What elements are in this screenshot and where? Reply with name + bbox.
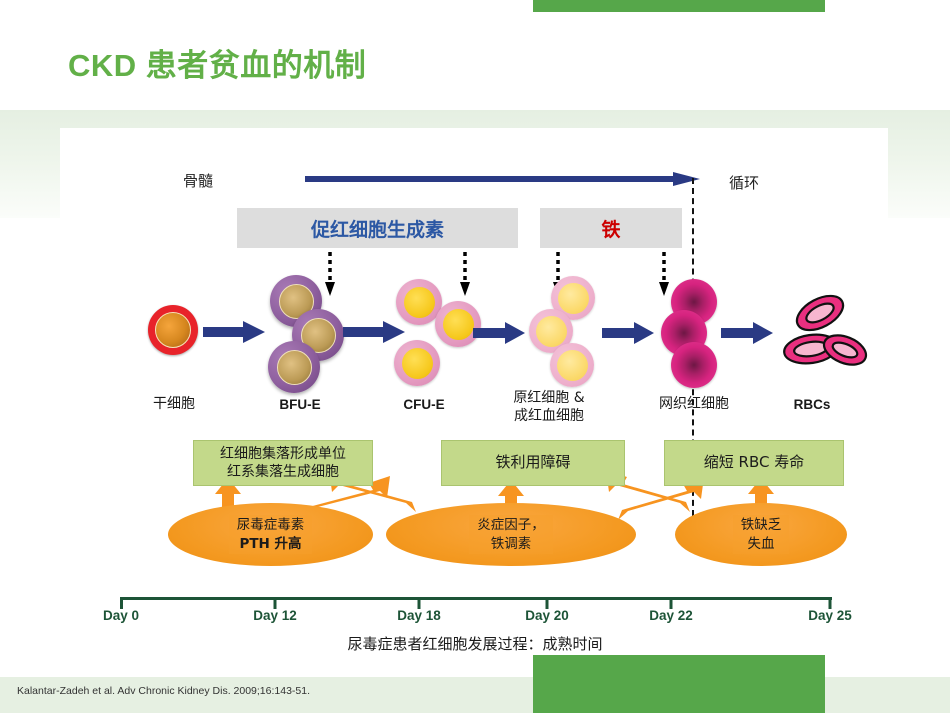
cell-bfu-e-3: [268, 341, 320, 393]
timeline-tick-day-12: Day 12: [253, 608, 297, 623]
label-circulation: 循环: [729, 174, 760, 192]
stage-arrow-icon-5: [721, 322, 773, 344]
stage-label-cfu-e: CFU-E: [403, 397, 445, 412]
dotted-arrow-icon-1: [325, 252, 335, 296]
stage-arrow-icon-2: [343, 321, 405, 343]
diagram-panel: [60, 128, 888, 648]
cell-stem: [148, 305, 198, 355]
cause-ellipse-inflammation-hepcidin-line1: 炎症因子，: [477, 517, 545, 534]
consequence-box-cfu-bfu: 红细胞集落形成单位 红系集落生成细胞: [193, 440, 373, 486]
cause-ellipse-uremic-toxins-line2: PTH 升高: [239, 535, 302, 552]
dotted-arrow-icon-4: [659, 252, 669, 296]
consequence-box-cfu-bfu-line2: 红系集落生成细胞: [227, 464, 339, 480]
timeline-tick-day-25: Day 25: [808, 608, 852, 623]
consequence-box-rbc-lifespan-label: 缩短 RBC 寿命: [703, 453, 805, 472]
stage-label-reticulocyte: 网织红细胞: [659, 396, 729, 412]
timeline-tick-day-20: Day 20: [525, 608, 569, 623]
stage-arrow-icon-4: [602, 322, 654, 344]
stage-arrow-icon-3: [473, 322, 525, 344]
cause-ellipse-uremic-toxins: 尿毒症毒素 PTH 升高: [168, 503, 373, 566]
cell-cfu-e-1: [396, 279, 442, 325]
stage-arrow-icon-1: [203, 321, 265, 343]
cell-erythroblast-3: [550, 343, 594, 387]
cause-ellipse-inflammation-hepcidin-line2: 铁调素: [490, 535, 532, 552]
cell-cfu-e-2: [435, 301, 481, 347]
stage-label-erythroblast-line2: 成红血细胞: [514, 407, 584, 424]
source-citation: Kalantar-Zadeh et al. Adv Chronic Kidney…: [17, 685, 311, 697]
label-bone-marrow: 骨髓: [183, 172, 214, 190]
timeline-tick-day-0: Day 0: [102, 608, 140, 623]
factor-box-erythropoietin: 促红细胞生成素: [237, 208, 518, 248]
dotted-arrow-icon-2: [460, 252, 470, 296]
stage-label-erythroblast: 原红细胞 & 成红血细胞: [493, 390, 605, 425]
cell-rbc-group: [783, 294, 868, 366]
stage-label-rbcs: RBCs: [793, 397, 831, 412]
stage-label-stem-cell: 干细胞: [153, 396, 195, 412]
consequence-box-rbc-lifespan: 缩短 RBC 寿命: [664, 440, 844, 486]
page-title: CKD 患者贫血的机制: [68, 48, 367, 83]
cause-ellipse-inflammation-hepcidin: 炎症因子， 铁调素: [386, 503, 636, 566]
cause-ellipse-iron-deficiency-blood-loss: 铁缺乏 失血: [675, 503, 847, 566]
timeline-tick-day-18: Day 18: [397, 608, 441, 623]
consequence-box-iron-utilization: 铁利用障碍: [441, 440, 625, 486]
stage-label-erythroblast-line1: 原红细胞 &: [513, 390, 585, 406]
bottom-green-accent-block: [533, 655, 825, 713]
top-green-accent-bar: [533, 0, 825, 12]
consequence-box-iron-utilization-label: 铁利用障碍: [495, 453, 571, 472]
cause-ellipse-uremic-toxins-line1: 尿毒症毒素: [236, 517, 305, 534]
cell-reticulocyte-3: [671, 342, 717, 388]
timeline-axis: [120, 597, 832, 609]
maturation-direction-arrow-icon: [305, 172, 700, 186]
factor-box-iron-label: 铁: [601, 219, 621, 241]
cell-cfu-e-3: [394, 340, 440, 386]
stage-label-bfu-e: BFU-E: [279, 397, 321, 412]
cause-ellipse-iron-deficiency-line2: 失血: [747, 535, 775, 552]
factor-box-erythropoietin-label: 促红细胞生成素: [310, 219, 444, 241]
timeline-caption: 尿毒症患者红细胞发展过程：成熟时间: [347, 635, 603, 653]
factor-box-iron: 铁: [540, 208, 682, 248]
consequence-box-cfu-bfu-line1: 红细胞集落形成单位: [220, 445, 346, 462]
timeline-tick-day-22: Day 22: [649, 608, 693, 623]
cause-ellipse-iron-deficiency-line1: 铁缺乏: [740, 517, 782, 534]
